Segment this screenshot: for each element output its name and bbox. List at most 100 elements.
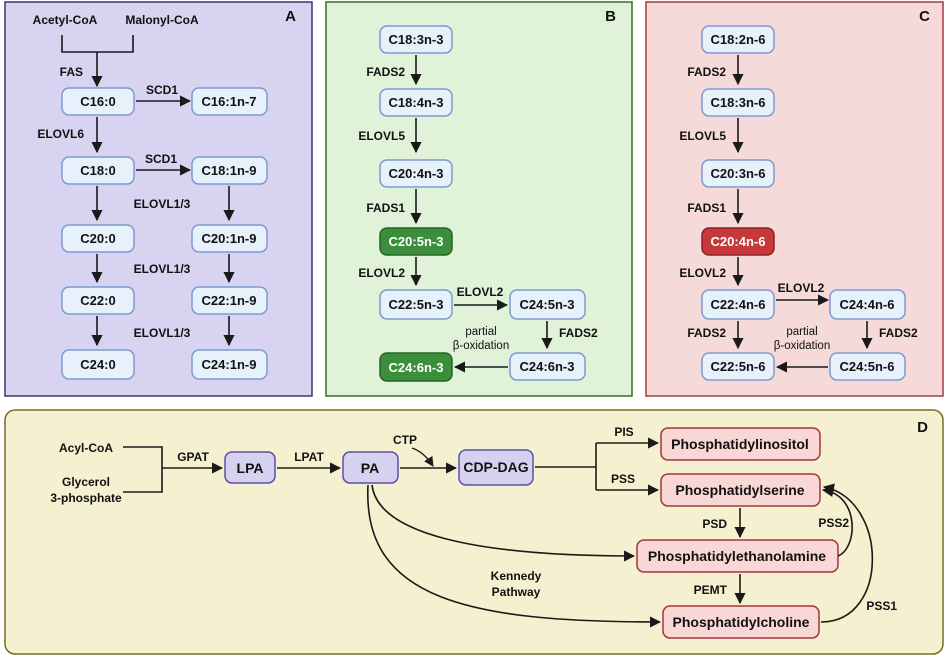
node-c24-5n3: C24:5n-3 [509, 289, 586, 320]
pss-label: PSS [611, 472, 635, 486]
pa-to-pe-curve [371, 484, 636, 562]
b-beta-oxidation-label: β-oxidation [453, 340, 509, 352]
svg-text:C24:0: C24:0 [80, 357, 115, 372]
b-fads1-label: FADS1 [366, 201, 405, 215]
node-c20-4n6: C20:4n-6 [701, 227, 775, 256]
c-elovl5-label: ELOVL5 [679, 129, 726, 143]
scd1-label-1: SCD1 [146, 83, 178, 97]
node-c18-4n3: C18:4n-3 [379, 88, 453, 117]
panel-a-background [4, 1, 313, 397]
svg-text:C20:5n-3: C20:5n-3 [389, 234, 444, 249]
pss2-label: PSS2 [818, 516, 849, 530]
panel-c: C C18:2n-6 FADS2 C18:3n-6 ELOVL5 C20:3n-… [645, 1, 944, 397]
node-c24-6n3: C24:6n-3 [509, 352, 586, 381]
psd-label: PSD [702, 517, 727, 531]
panel-b-letter: B [605, 8, 616, 25]
node-c20-5n3: C20:5n-3 [379, 227, 453, 256]
svg-text:LPA: LPA [237, 460, 264, 476]
elovl13-label-1: ELOVL1/3 [134, 197, 191, 211]
node-c24-4n6: C24:4n-6 [829, 289, 906, 320]
svg-text:C22:5n-6: C22:5n-6 [711, 359, 766, 374]
node-c24-1n9: C24:1n-9 [191, 349, 268, 380]
kennedy-label-2: Pathway [492, 585, 541, 599]
panel-b: B C18:3n-3 FADS2 C18:4n-3 ELOVL5 C20:4n-… [325, 1, 633, 397]
panel-d-letter: D [917, 419, 928, 436]
node-c20-3n6: C20:3n-6 [701, 159, 775, 188]
node-phosphatidylserine: Phosphatidylserine [660, 473, 821, 507]
c-fads1-label: FADS1 [687, 201, 726, 215]
b-fads2-label: FADS2 [366, 65, 405, 79]
svg-text:C20:3n-6: C20:3n-6 [711, 166, 766, 181]
svg-text:C20:0: C20:0 [80, 231, 115, 246]
c-fads2-label: FADS2 [687, 65, 726, 79]
svg-text:C22:0: C22:0 [80, 293, 115, 308]
pa-to-pc-curve [367, 484, 662, 628]
svg-text:C18:0: C18:0 [80, 163, 115, 178]
svg-text:C20:4n-3: C20:4n-3 [389, 166, 444, 181]
svg-text:C20:4n-6: C20:4n-6 [711, 234, 766, 249]
b-fads2-label-2: FADS2 [559, 326, 598, 340]
svg-text:C18:2n-6: C18:2n-6 [711, 32, 766, 47]
c-fads2-label-2: FADS2 [687, 326, 726, 340]
panel-d: D Acyl-CoA Glycerol 3-phosphate GPAT LPA… [4, 409, 944, 655]
node-phosphatidylcholine: Phosphatidylcholine [662, 605, 820, 639]
pis-label: PIS [614, 425, 633, 439]
node-c18-1n9: C18:1n-9 [191, 156, 268, 185]
node-c20-1n9: C20:1n-9 [191, 224, 268, 253]
panel-b-background [325, 1, 633, 397]
pemt-label: PEMT [694, 583, 728, 597]
node-c22-0: C22:0 [61, 286, 135, 315]
elovl13-label-2: ELOVL1/3 [134, 262, 191, 276]
node-c18-3n3: C18:3n-3 [379, 25, 453, 54]
panel-a: A Acetyl-CoA Malonyl-CoA FAS C16:0 SCD1 … [4, 1, 313, 397]
node-pa: PA [342, 451, 399, 484]
node-c20-0: C20:0 [61, 224, 135, 253]
node-c22-5n6: C22:5n-6 [701, 352, 775, 381]
c-partial-label: partial [786, 326, 817, 338]
pss1-arrow [820, 483, 874, 623]
panel-c-letter: C [919, 8, 930, 25]
acetyl-coa-label: Acetyl-CoA [33, 13, 98, 27]
svg-text:PA: PA [361, 460, 379, 476]
node-c20-4n3: C20:4n-3 [379, 159, 453, 188]
svg-text:C18:4n-3: C18:4n-3 [389, 95, 444, 110]
node-c22-1n9: C22:1n-9 [191, 286, 268, 315]
node-phosphatidylinositol: Phosphatidylinositol [660, 427, 821, 461]
scd1-label-2: SCD1 [145, 152, 177, 166]
svg-text:Phosphatidylserine: Phosphatidylserine [675, 482, 804, 498]
node-phosphatidylethanolamine: Phosphatidylethanolamine [636, 539, 839, 573]
ctp-label: CTP [393, 433, 417, 447]
svg-text:C24:4n-6: C24:4n-6 [840, 297, 895, 312]
glycerol-label-2: 3-phosphate [50, 491, 122, 505]
svg-text:C16:0: C16:0 [80, 94, 115, 109]
svg-text:C22:5n-3: C22:5n-3 [389, 297, 444, 312]
gpat-label: GPAT [177, 450, 209, 464]
node-c16-1n7: C16:1n-7 [191, 87, 268, 116]
node-c24-6n3-final: C24:6n-3 [379, 352, 453, 382]
node-c22-5n3: C22:5n-3 [379, 289, 453, 320]
svg-text:C24:6n-3: C24:6n-3 [520, 359, 575, 374]
node-c18-0: C18:0 [61, 156, 135, 185]
elovl6-label: ELOVL6 [37, 127, 84, 141]
c-elovl2-label: ELOVL2 [679, 266, 726, 280]
svg-text:Phosphatidylcholine: Phosphatidylcholine [673, 614, 810, 630]
panel-a-letter: A [285, 8, 296, 25]
node-c22-4n6: C22:4n-6 [701, 289, 775, 320]
pss1-label: PSS1 [866, 599, 897, 613]
c-beta-oxidation-label: β-oxidation [774, 340, 830, 352]
svg-text:C24:1n-9: C24:1n-9 [202, 357, 257, 372]
node-c16-0: C16:0 [61, 87, 135, 116]
kennedy-label-1: Kennedy [491, 569, 542, 583]
c-fads2-label-3: FADS2 [879, 326, 918, 340]
svg-text:C22:1n-9: C22:1n-9 [202, 293, 257, 308]
svg-text:C24:6n-3: C24:6n-3 [389, 360, 444, 375]
svg-text:Phosphatidylinositol: Phosphatidylinositol [671, 436, 809, 452]
node-c24-5n6: C24:5n-6 [829, 352, 906, 381]
svg-text:C24:5n-3: C24:5n-3 [520, 297, 575, 312]
svg-text:C18:3n-6: C18:3n-6 [711, 95, 766, 110]
ctp-arrow [411, 447, 434, 467]
malonyl-coa-label: Malonyl-CoA [125, 13, 199, 27]
svg-text:C18:3n-3: C18:3n-3 [389, 32, 444, 47]
svg-text:C16:1n-7: C16:1n-7 [202, 94, 257, 109]
